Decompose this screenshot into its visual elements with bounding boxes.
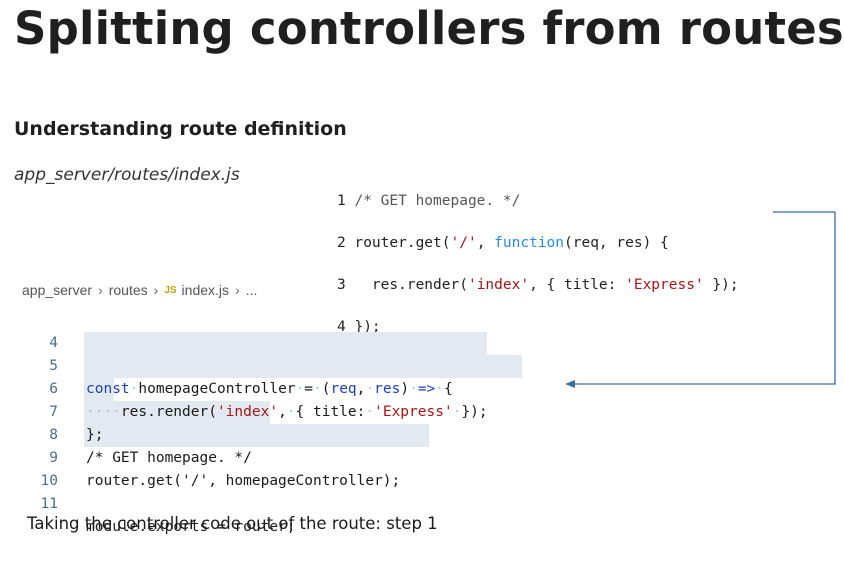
snippet-line-3: 3 res.render('index', { title: 'Express'… bbox=[337, 277, 739, 293]
snippet-line-2: 2 router.get('/', function(req, res) { bbox=[337, 235, 669, 251]
breadcrumb-ellipsis[interactable]: ... bbox=[245, 282, 258, 298]
editor-line: 6 ····res.render('index',·{ title:·'Expr… bbox=[49, 381, 488, 420]
file-path-label: app_server/routes/index.js bbox=[14, 165, 240, 185]
editor-line: 8 /* GET homepage. */ bbox=[49, 427, 252, 466]
js-file-icon: JS bbox=[164, 284, 177, 296]
selection-highlight bbox=[84, 332, 487, 355]
chevron-right-icon: › bbox=[98, 282, 103, 298]
editor-line: 5 const·homepageController·=·(req,·res)·… bbox=[49, 358, 453, 397]
snippet-line-1: 1 /* GET homepage. */ bbox=[337, 193, 521, 209]
chevron-right-icon: › bbox=[235, 282, 240, 298]
editor-line: 10 bbox=[40, 473, 58, 489]
editor-line: 7 }; bbox=[49, 404, 104, 443]
figure-caption: Taking the controller code out of the ro… bbox=[27, 514, 438, 533]
breadcrumb-file[interactable]: index.js bbox=[181, 282, 230, 298]
editor-line: 11 module.exports = router; bbox=[40, 496, 296, 535]
editor-line: 4 bbox=[49, 335, 58, 351]
code-editor[interactable]: 4 5 const·homepageController·=·(req,·res… bbox=[0, 303, 548, 535]
snippet-line-4: 4 }); bbox=[337, 319, 381, 335]
page-title: Splitting controllers from routes bbox=[14, 2, 844, 55]
selection-highlight bbox=[84, 355, 522, 378]
chevron-right-icon: › bbox=[153, 282, 159, 298]
breadcrumb: app_server › routes › JS index.js › ... bbox=[22, 282, 257, 298]
section-subtitle: Understanding route definition bbox=[14, 118, 347, 140]
breadcrumb-folder-routes[interactable]: routes bbox=[108, 282, 148, 298]
selection-highlight bbox=[84, 378, 114, 401]
original-code-snippet: 1 /* GET homepage. */ 2 router.get('/', … bbox=[337, 170, 739, 359]
editor-line: 9 router.get('/', homepageController); bbox=[49, 450, 401, 489]
selection-highlight bbox=[84, 401, 270, 424]
breadcrumb-folder-app-server[interactable]: app_server bbox=[22, 282, 93, 298]
selection-highlight bbox=[84, 424, 429, 447]
